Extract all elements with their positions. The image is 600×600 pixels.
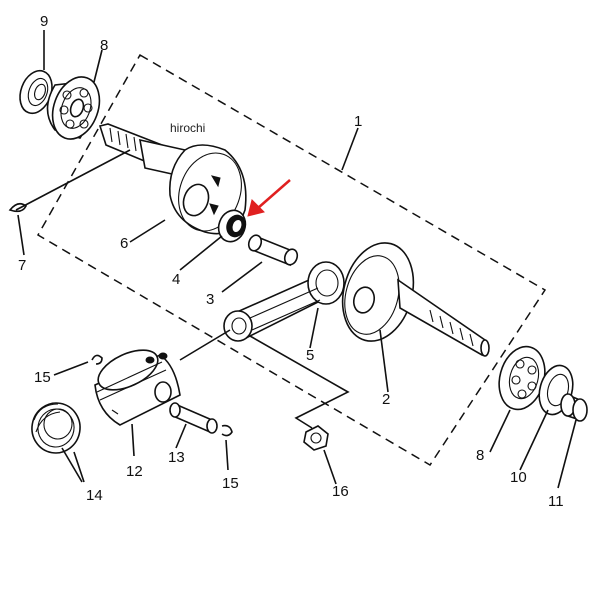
label-16: 16	[332, 483, 349, 500]
label-12: 12	[126, 463, 143, 480]
label-9: 10	[510, 469, 527, 486]
label-5: 5	[306, 347, 314, 364]
watermark-text: hirochi	[170, 121, 205, 135]
label-15-left: 15	[34, 369, 51, 386]
piston	[94, 349, 181, 426]
label-7: 7	[18, 257, 26, 274]
leader-lines	[15, 30, 577, 489]
label-2: 2	[382, 391, 390, 408]
connecting-rod	[223, 261, 345, 342]
label-1: 1	[354, 113, 362, 130]
circlip-left	[91, 354, 103, 365]
highlight-arrow	[247, 179, 291, 217]
right-crank-half	[341, 242, 490, 357]
label-13: 13	[168, 449, 185, 466]
collar	[560, 393, 588, 422]
piston-rings	[31, 402, 81, 454]
woodruff-key	[8, 202, 28, 213]
label-8-top: 8	[100, 37, 108, 54]
circlip-right	[221, 424, 233, 437]
label-3: 3	[206, 291, 214, 308]
oil-seal-top	[19, 69, 53, 115]
label-6: 6	[120, 235, 128, 252]
label-4: 4	[172, 271, 180, 288]
label-11: 11	[548, 493, 564, 510]
crank-nut	[303, 425, 329, 451]
callout-labels: 9 8 1 6 4 3 5 2 7 8 10 11 12 13 14 15 15…	[18, 13, 564, 510]
piston-pin	[169, 402, 218, 434]
crankshaft-assembly-boundary	[36, 53, 547, 467]
left-crank-half	[98, 123, 247, 235]
label-15-bottom: 15	[222, 475, 239, 492]
bearing-top	[46, 76, 101, 140]
label-8-bottom: 8	[476, 447, 484, 464]
label-10: 9	[40, 13, 48, 30]
needle-bearing	[217, 209, 247, 243]
label-14: 14	[86, 487, 103, 504]
crank-pin	[247, 234, 299, 267]
